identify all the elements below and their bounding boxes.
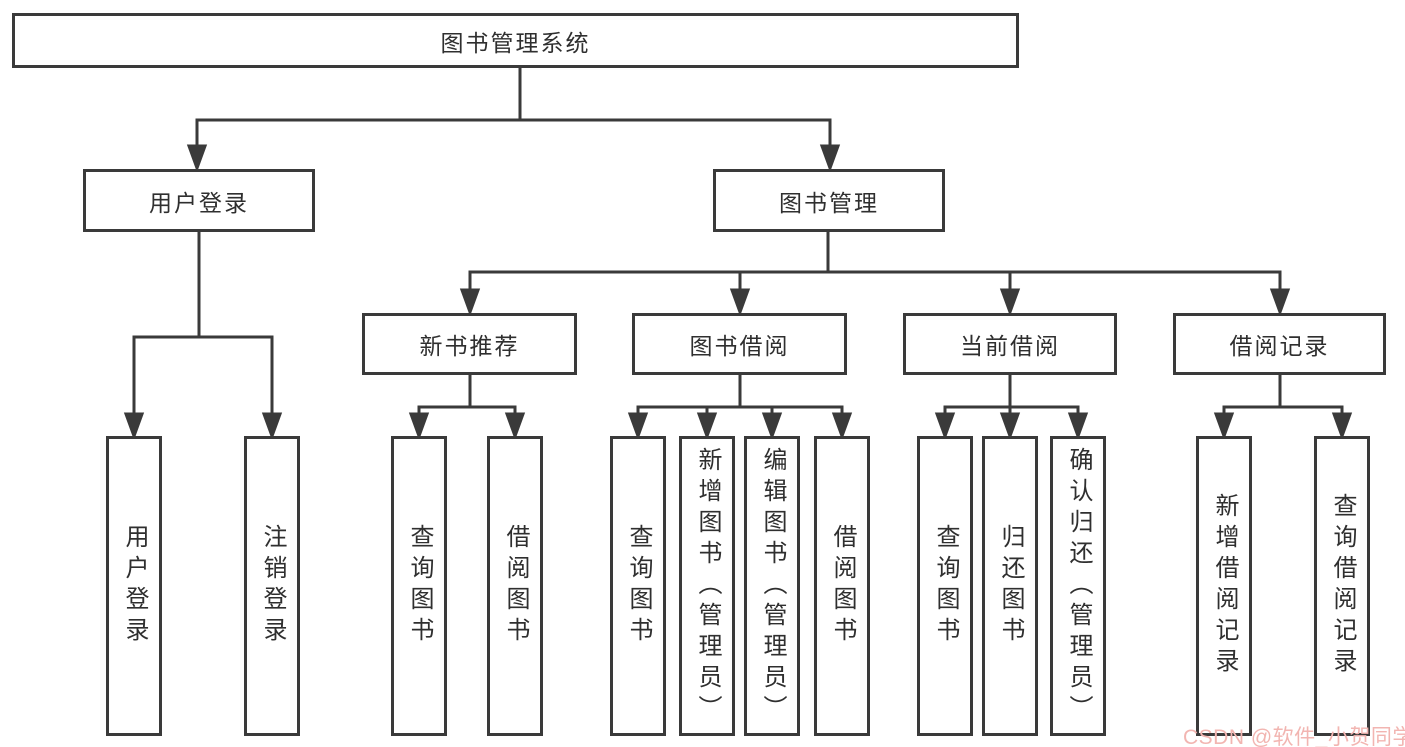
leaf-current-query-book: 查询图书 bbox=[917, 436, 973, 736]
arrowhead bbox=[1213, 412, 1235, 441]
leaf-newbook-query-book: 查询图书 bbox=[391, 436, 447, 736]
node-user-login: 用户登录 bbox=[83, 169, 315, 232]
leaf-current-confirm-return-admin: 确认归还（管理员） bbox=[1050, 436, 1106, 736]
leaf-label: 用户登录 bbox=[121, 524, 148, 648]
arrowhead bbox=[504, 412, 526, 441]
node-book-borrow: 图书借阅 bbox=[632, 313, 847, 375]
leaf-label: 查询借阅记录 bbox=[1329, 493, 1356, 679]
node-label: 新书推荐 bbox=[419, 333, 520, 359]
leaf-label: 查询图书 bbox=[406, 524, 433, 648]
arrowhead bbox=[1269, 288, 1291, 317]
leaf-borrow-borrow-book: 借阅图书 bbox=[814, 436, 870, 736]
node-label: 用户登录 bbox=[149, 189, 249, 216]
arrowhead bbox=[408, 412, 430, 441]
arrowhead bbox=[729, 288, 751, 317]
node-new-book-recommend: 新书推荐 bbox=[362, 313, 577, 375]
leaf-label: 查询图书 bbox=[625, 524, 652, 648]
node-label: 借阅记录 bbox=[1229, 333, 1330, 359]
leaf-borrow-edit-book-admin: 编辑图书（管理员） bbox=[744, 436, 800, 736]
watermark: CSDN @软件_小贺同学 bbox=[1183, 726, 1405, 747]
arrowhead bbox=[761, 412, 783, 441]
leaf-user-login: 用户登录 bbox=[106, 436, 162, 736]
node-book-management: 图书管理 bbox=[713, 169, 945, 232]
arrowhead bbox=[999, 412, 1021, 441]
arrowhead bbox=[459, 288, 481, 317]
leaf-label: 确认归还（管理员） bbox=[1065, 446, 1092, 726]
arrowhead bbox=[999, 288, 1021, 317]
leaf-current-return-book: 归还图书 bbox=[982, 436, 1038, 736]
leaf-label: 编辑图书（管理员） bbox=[759, 446, 786, 726]
leaf-label: 借阅图书 bbox=[502, 524, 529, 648]
arrowhead bbox=[696, 412, 718, 441]
arrowhead bbox=[1331, 412, 1353, 441]
leaf-label: 新增借阅记录 bbox=[1211, 493, 1238, 679]
leaf-borrow-add-book-admin: 新增图书（管理员） bbox=[679, 436, 735, 736]
leaf-records-query-record: 查询借阅记录 bbox=[1314, 436, 1370, 736]
arrowhead bbox=[186, 144, 208, 173]
arrowhead bbox=[831, 412, 853, 441]
arrowhead bbox=[123, 412, 145, 441]
node-current-borrow: 当前借阅 bbox=[903, 313, 1117, 375]
node-borrow-records: 借阅记录 bbox=[1173, 313, 1386, 375]
leaf-label: 注销登录 bbox=[259, 524, 286, 648]
arrowhead bbox=[934, 412, 956, 441]
arrowhead bbox=[627, 412, 649, 441]
arrowhead bbox=[819, 144, 841, 173]
leaf-label: 归还图书 bbox=[997, 524, 1024, 648]
arrowhead bbox=[1067, 412, 1089, 441]
leaf-label: 查询图书 bbox=[932, 524, 959, 648]
leaf-borrow-query-book: 查询图书 bbox=[610, 436, 666, 736]
leaf-logout-login: 注销登录 bbox=[244, 436, 300, 736]
arrowhead bbox=[261, 412, 283, 441]
leaf-records-add-record: 新增借阅记录 bbox=[1196, 436, 1252, 736]
node-label: 当前借阅 bbox=[960, 333, 1060, 359]
node-label: 图书管理 bbox=[779, 189, 879, 216]
leaf-label: 借阅图书 bbox=[829, 524, 856, 648]
leaf-label: 新增图书（管理员） bbox=[694, 446, 721, 726]
node-label: 图书管理系统 bbox=[440, 29, 591, 56]
node-label: 图书借阅 bbox=[689, 333, 790, 359]
leaf-newbook-borrow-book: 借阅图书 bbox=[487, 436, 543, 736]
node-root-system: 图书管理系统 bbox=[12, 13, 1019, 68]
